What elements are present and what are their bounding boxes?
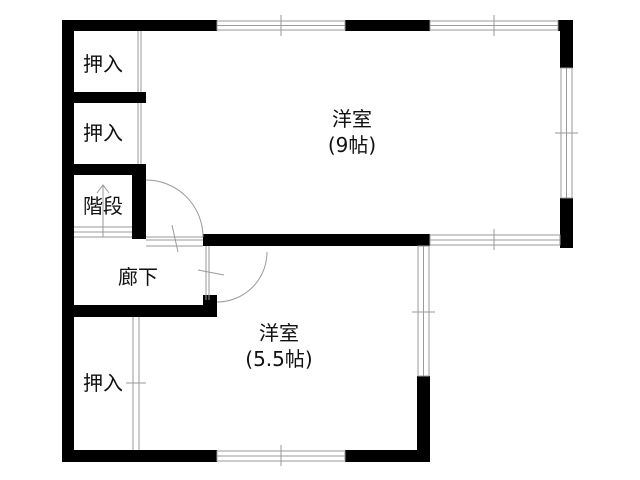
wall-lower-right-top	[417, 234, 430, 246]
windows	[216, 15, 578, 466]
wall-stair-right	[132, 164, 146, 239]
wall-upper-room-bottom	[203, 234, 430, 246]
wall-lower-right	[417, 376, 430, 462]
wall-bottom-right	[345, 450, 430, 462]
door-lower-room	[216, 251, 268, 303]
wall-top-left	[62, 20, 217, 31]
closet-doors	[126, 31, 146, 450]
room-name-closet-top: 押入	[83, 52, 123, 76]
wall-closet-divider	[62, 92, 146, 103]
doors	[145, 179, 268, 303]
walls	[62, 20, 573, 462]
wall-hallway-bottom	[62, 305, 217, 317]
room-name-western-5-5: 洋室	[259, 321, 299, 345]
labels: 洋室 (9帖) 洋室 (5.5帖) 押入 押入 階段 廊下 押入	[83, 52, 376, 395]
room-name-stairs: 階段	[83, 194, 123, 218]
door-upper-room	[145, 179, 204, 238]
room-size-western-9: (9帖)	[328, 133, 376, 157]
room-name-closet-bottom: 押入	[83, 371, 123, 395]
wall-stair-top	[62, 164, 146, 175]
room-name-closet-second: 押入	[83, 121, 123, 145]
room-size-western-5-5: (5.5帖)	[245, 347, 312, 371]
wall-left-outer	[62, 20, 74, 462]
wall-right-lower	[560, 198, 573, 248]
stairs-drawing	[74, 184, 132, 238]
wall-right-upper	[560, 20, 573, 68]
wall-top-mid	[345, 20, 430, 31]
wall-hallway-right-stub	[203, 295, 217, 317]
room-name-western-9: 洋室	[332, 107, 372, 131]
wall-bottom-left	[62, 450, 217, 462]
room-name-hallway: 廊下	[118, 265, 158, 289]
